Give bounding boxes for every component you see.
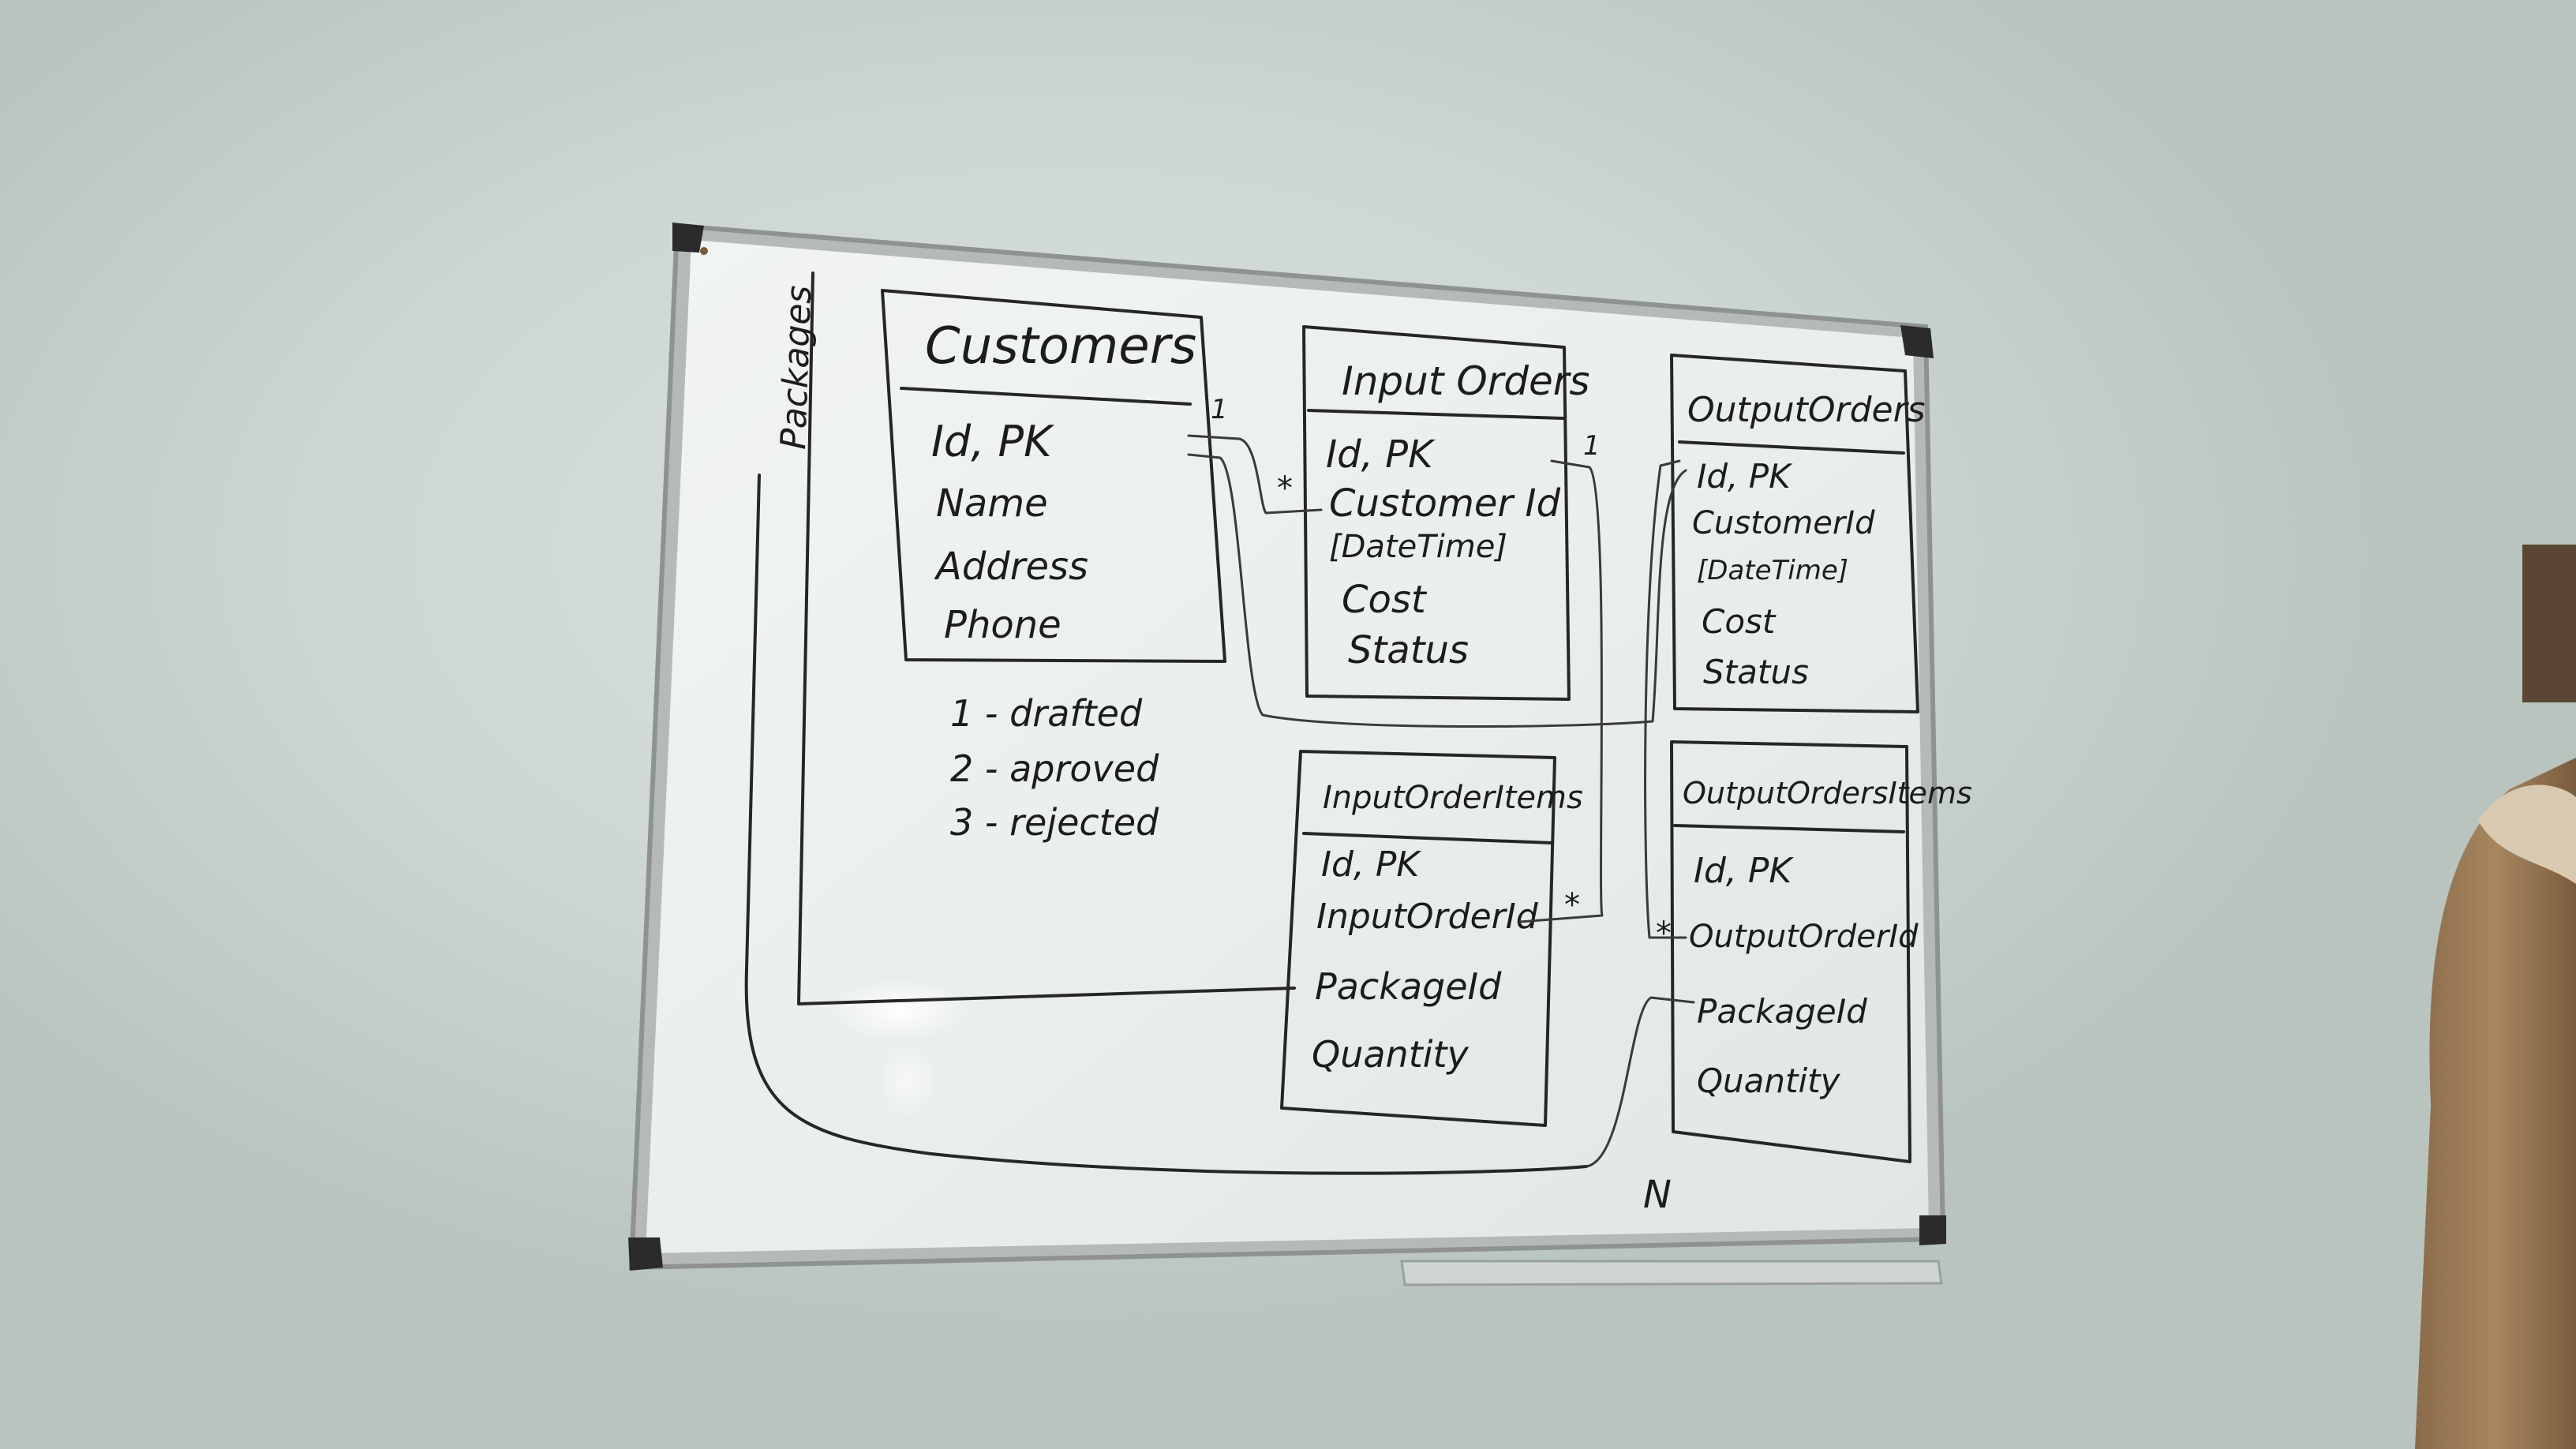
cardinality-marks: 1 * 1 * * xyxy=(1211,394,1672,952)
status-legend-item-1: 1 - drafted xyxy=(950,692,1143,735)
output-orders-items-field-quantity: Quantity xyxy=(1697,1061,1841,1100)
customers-field-phone: Phone xyxy=(944,603,1061,647)
customers-field-address: Address xyxy=(934,545,1088,589)
input-orders-field-status: Status xyxy=(1348,628,1469,672)
output-orders-items-field-id: Id, PK xyxy=(1694,851,1794,891)
input-order-items-field-input-order-id: InputOrderId xyxy=(1316,897,1539,937)
output-orders-items-table: OutputOrdersItems Id, PK OutputOrderId P… xyxy=(1670,740,1972,1163)
customers-title: Customers xyxy=(925,317,1196,376)
input-order-items-field-package-id: PackageId xyxy=(1315,965,1502,1008)
status-legend-item-2: 2 - aproved xyxy=(950,747,1159,790)
cardinality-one-customers: 1 xyxy=(1211,394,1228,425)
output-orders-items-field-output-order-id: OutputOrderId xyxy=(1689,919,1919,955)
bottom-symbol: N xyxy=(1643,1173,1672,1217)
cardinality-many-input-orders: * xyxy=(1277,470,1293,507)
output-orders-title: OutputOrders xyxy=(1687,390,1926,430)
input-orders-field-cost: Cost xyxy=(1342,578,1428,622)
output-orders-table: OutputOrders Id, PK CustomerId [DateTime… xyxy=(1670,354,1926,713)
input-orders-title: Input Orders xyxy=(1342,358,1589,404)
input-orders-field-datetime: [DateTime] xyxy=(1329,529,1507,565)
frame-corners xyxy=(628,223,1946,1271)
relationship-lines xyxy=(1187,434,1695,1168)
board-glare xyxy=(829,979,971,1042)
status-legend-item-3: 3 - rejected xyxy=(950,801,1159,844)
coat-on-hook xyxy=(2415,545,2576,1449)
input-order-items-table: InputOrderItems Id, PK InputOrderId Pack… xyxy=(1280,750,1583,1127)
customers-table: Customers Id, PK Name Address Phone xyxy=(881,289,1226,663)
customers-field-name: Name xyxy=(936,481,1048,526)
cardinality-many-output-orders-items: * xyxy=(1656,915,1672,952)
cardinality-one-input-orders: 1 xyxy=(1583,430,1601,462)
output-orders-field-cost: Cost xyxy=(1702,602,1777,641)
input-order-items-field-quantity: Quantity xyxy=(1312,1033,1470,1076)
marker-tray xyxy=(1400,1260,1943,1286)
packages-title: Packages xyxy=(773,285,819,451)
input-orders-field-id: Id, PK xyxy=(1326,432,1436,477)
input-order-items-field-id: Id, PK xyxy=(1321,844,1421,885)
input-orders-table: Input Orders Id, PK Customer Id [DateTim… xyxy=(1302,325,1589,701)
output-orders-field-customer-id: CustomerId xyxy=(1692,505,1875,541)
output-orders-field-id: Id, PK xyxy=(1697,457,1793,496)
input-orders-field-customer-id: Customer Id xyxy=(1329,481,1561,526)
cardinality-many-input-order-items: * xyxy=(1564,887,1580,923)
output-orders-items-title: OutputOrdersItems xyxy=(1683,776,1972,811)
packages-table: Packages xyxy=(744,271,1588,1175)
customers-field-id: Id, PK xyxy=(931,417,1054,466)
output-orders-field-status: Status xyxy=(1703,653,1809,691)
output-orders-items-field-package-id: PackageId xyxy=(1697,992,1867,1031)
output-orders-field-datetime: [DateTime] xyxy=(1697,555,1848,586)
status-legend: 1 - drafted 2 - aproved 3 - rejected xyxy=(950,692,1159,844)
input-order-items-title: InputOrderItems xyxy=(1323,780,1583,816)
